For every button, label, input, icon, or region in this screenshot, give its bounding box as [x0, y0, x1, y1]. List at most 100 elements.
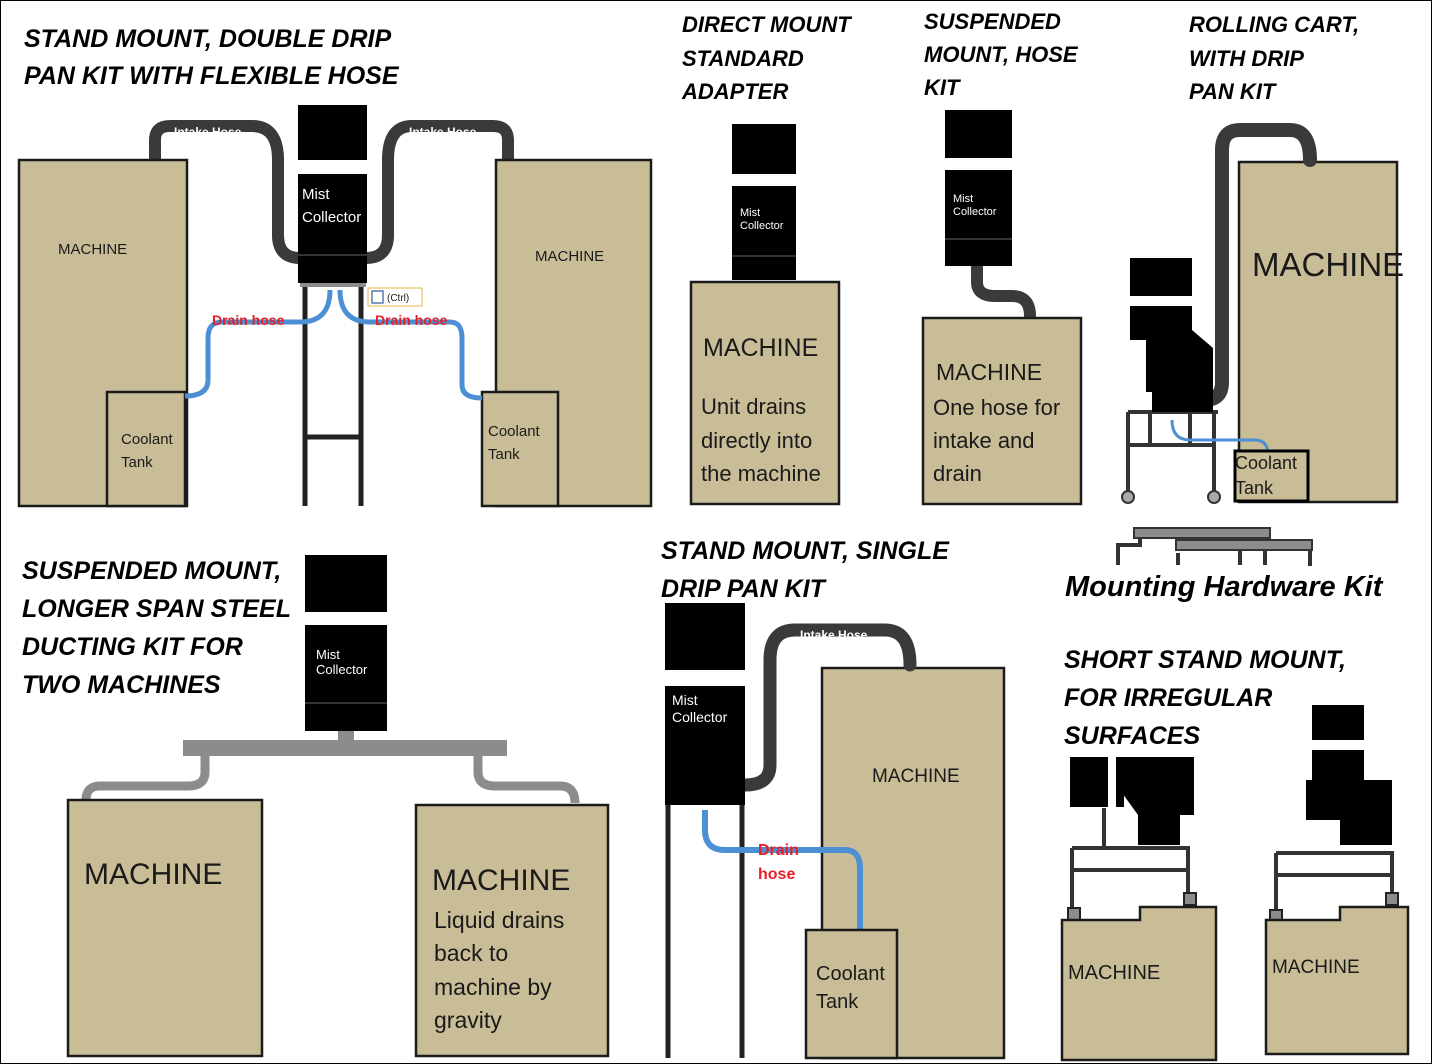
mist-collector-label2: Collector: [672, 709, 728, 725]
title-short-line1: SHORT STAND MOUNT,: [1064, 646, 1346, 674]
collector-band: [298, 160, 367, 174]
machine-span-right: [414, 803, 610, 1058]
panel-rolling-cart: ROLLING CART, WITH DRIP PAN KIT MACHINE …: [1121, 12, 1404, 504]
mist-collector-span: [305, 555, 387, 731]
combined-hose: [971, 259, 1036, 322]
title-suspended-hose-line1: SUSPENDED: [924, 9, 1061, 34]
machine-short-right-label: MACHINE: [1272, 957, 1360, 978]
mist-collector-label1: Mist: [740, 207, 760, 219]
mounting-plate-lower: [1175, 539, 1313, 551]
title-direct-line1: DIRECT MOUNT: [682, 12, 852, 37]
title-rolling-line3: PAN KIT: [1189, 79, 1277, 104]
mist-collector-label1: Mist: [953, 193, 973, 205]
mist-collector-label1: Mist: [302, 186, 330, 203]
hose-note-line2: intake and: [933, 428, 1035, 453]
single-intake-hose-label: Intake Hose: [800, 628, 868, 642]
cart-drain-hose: [1170, 419, 1270, 456]
hose-note-line1: One hose for: [933, 395, 1060, 420]
single-drain-label2: hose: [758, 866, 795, 883]
mist-collector-label2: Collector: [740, 220, 784, 232]
machine-span-left-label: MACHINE: [84, 858, 222, 891]
title-stand-double-line1: STAND MOUNT, DOUBLE DRIP: [24, 25, 391, 53]
mist-collector-label1: Mist: [316, 647, 340, 662]
panel-stand-double: STAND MOUNT, DOUBLE DRIP PAN KIT WITH FL…: [17, 25, 653, 508]
direct-note-line3: the machine: [701, 461, 821, 486]
collector-band: [732, 174, 796, 186]
title-span-line3: DUCTING KIT FOR: [22, 633, 243, 661]
ctrl-tag-label: (Ctrl): [387, 293, 409, 304]
machine-short-right: [1264, 905, 1410, 1056]
title-suspended-hose-line3: KIT: [924, 75, 961, 100]
panel-stand-single: STAND MOUNT, SINGLE DRIP PAN KIT MACHINE…: [661, 537, 1006, 1060]
machine-suspended-hose: [921, 316, 1083, 506]
hose-note-line3: drain: [933, 461, 982, 486]
mist-collector-direct: [732, 124, 796, 280]
coolant-tank-cart-label1: Coolant: [1235, 453, 1297, 473]
collector-band: [945, 158, 1012, 170]
panel-suspended-hose: SUSPENDED MOUNT, HOSE KIT Mist Collector…: [921, 9, 1083, 506]
title-stand-double-line2: PAN KIT WITH FLEXIBLE HOSE: [24, 62, 400, 90]
machine-rolling-label: MACHINE: [1252, 246, 1404, 283]
coolant-tank-left: [105, 390, 187, 508]
machine-span-right-label: MACHINE: [432, 864, 570, 897]
title-mounting-hardware: Mounting Hardware Kit: [1065, 571, 1384, 603]
intake-hose-left: [149, 120, 306, 264]
intake-hose-right: [360, 120, 514, 264]
machine-right-label: MACHINE: [535, 248, 604, 265]
machine-suspended-hose-label: MACHINE: [936, 359, 1042, 385]
coolant-tank-single-label1: Coolant: [816, 963, 885, 985]
mist-collector-single: [665, 603, 745, 805]
mist-collector-label2: Collector: [302, 209, 361, 226]
short-stand-left-frame: [1070, 808, 1190, 920]
clipboard-icon: [371, 290, 384, 304]
title-single-line2: DRIP PAN KIT: [661, 575, 828, 603]
drain-hose-right: [337, 289, 483, 401]
machine-right: [494, 158, 653, 508]
single-intake-hose: [738, 623, 917, 792]
mist-collector-cart-lower: [1146, 330, 1213, 412]
title-direct-line2: STANDARD: [682, 46, 804, 71]
machine-short-left-label: MACHINE: [1068, 962, 1160, 984]
title-span-line4: TWO MACHINES: [22, 671, 221, 699]
intake-hose-label-right: Intake Hose: [409, 125, 477, 139]
cart-wheel-left: [1121, 490, 1135, 504]
title-single-line1: STAND MOUNT, SINGLE: [661, 537, 950, 565]
title-rolling-line1: ROLLING CART,: [1189, 12, 1359, 37]
coolant-tank-left-label2: Tank: [121, 454, 153, 471]
coolant-tank-single-label2: Tank: [816, 991, 859, 1013]
collector-band: [665, 670, 745, 686]
gravity-note-line3: machine by: [434, 974, 552, 1000]
mounting-plate-upper: [1133, 527, 1271, 539]
title-span-line1: SUSPENDED MOUNT,: [22, 557, 281, 585]
span-duct-right: [473, 755, 580, 804]
panel-mounting-hardware: Mounting Hardware Kit: [1065, 527, 1384, 603]
gravity-note-line2: back to: [434, 940, 508, 966]
coolant-tank-left-label1: Coolant: [121, 431, 174, 448]
coolant-tank-single: [804, 928, 899, 1060]
title-short-line3: SURFACES: [1064, 722, 1200, 750]
single-drain-hose: [702, 810, 863, 930]
coolant-tank-cart-label2: Tank: [1235, 478, 1274, 498]
title-rolling-line2: WITH DRIP: [1189, 46, 1304, 71]
collector-band: [1130, 296, 1192, 306]
machine-single-label: MACHINE: [872, 766, 960, 787]
short-collector-left-body: [1120, 757, 1194, 845]
gravity-note-line1: Liquid drains: [434, 907, 564, 933]
intake-hose-label-left: Intake Hose: [174, 125, 242, 139]
panel-suspended-span: SUSPENDED MOUNT, LONGER SPAN STEEL DUCTI…: [22, 555, 610, 1058]
panel-short-stand: SHORT STAND MOUNT, FOR IRREGULAR SURFACE…: [1060, 646, 1410, 1062]
title-suspended-hose-line2: MOUNT, HOSE: [924, 42, 1079, 67]
drain-hose-label-left: Drain hose: [212, 312, 285, 328]
coolant-tank-right: [480, 390, 560, 508]
mist-collector-label2: Collector: [316, 662, 368, 677]
mist-collector-label2: Collector: [953, 206, 997, 218]
short-collector-right-body: [1306, 780, 1392, 845]
stand-top: [300, 282, 366, 287]
short-stand-right-frame: [1274, 851, 1394, 922]
cart-wheel-right: [1207, 490, 1221, 504]
machine-short-left: [1060, 905, 1218, 1062]
single-drain-label1: Drain: [758, 842, 799, 859]
cart-intake-hose: [1198, 123, 1317, 407]
machine-left-label: MACHINE: [58, 241, 127, 258]
